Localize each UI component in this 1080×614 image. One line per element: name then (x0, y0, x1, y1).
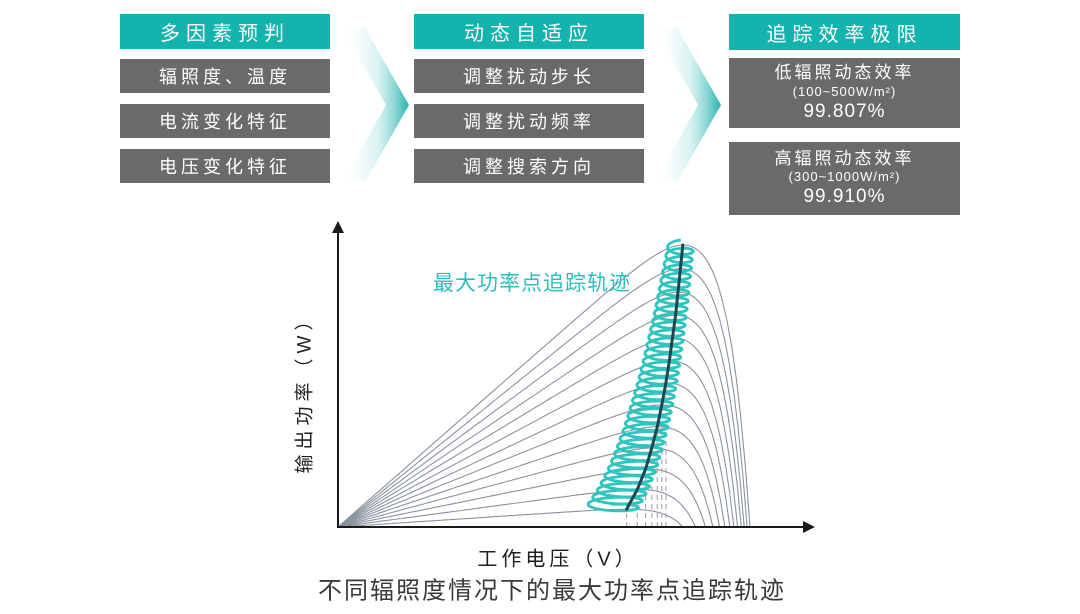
flow-col2-item-1: 调整扰动步长 (414, 59, 644, 93)
stat-title: 低辐照动态效率 (774, 63, 915, 83)
y-axis-label: 输出功率（W） (294, 306, 316, 474)
mppt-trajectory (586, 238, 695, 513)
stat-value: 99.807% (803, 100, 886, 122)
mppt-trajectory-annotation: 最大功率点追踪轨迹 (433, 272, 631, 295)
flow-col2-item-3: 调整搜索方向 (414, 149, 644, 183)
stat-value: 99.910% (803, 186, 886, 208)
mppt-locus (625, 243, 685, 511)
flow-col1-item-1: 辐照度、温度 (120, 59, 330, 93)
flow-col2-header: 动态自适应 (414, 14, 644, 49)
flow-arrow-1 (342, 28, 409, 182)
pv-curve-8 (337, 360, 735, 528)
chevron-arrow-icon (342, 28, 409, 182)
pv-curve-1 (337, 508, 684, 528)
stat-box-high-irradiance: 高辐照动态效率 (300~1000W/m²) 99.910% (729, 142, 960, 215)
x-axis-arrow (803, 521, 815, 533)
flow-col3-header: 追踪效率极限 (729, 14, 960, 50)
stat-range: (300~1000W/m²) (788, 169, 901, 185)
stat-box-low-irradiance: 低辐照动态效率 (100~500W/m²) 99.807% (729, 58, 960, 128)
flow-col1-item-3: 电压变化特征 (120, 149, 330, 183)
x-axis-label: 工作电压（V） (477, 548, 639, 571)
stat-range: (100~500W/m²) (792, 83, 897, 99)
y-axis-arrow (332, 221, 344, 233)
stat-title: 高辐照动态效率 (774, 148, 915, 168)
chart-caption: 不同辐照度情况下的最大功率点追踪轨迹 (318, 577, 786, 605)
chevron-arrow-icon (654, 28, 721, 182)
flow-arrow-2 (654, 28, 721, 182)
flow-col1-item-2: 电流变化特征 (120, 104, 330, 138)
flow-col2-item-2: 调整扰动频率 (414, 104, 644, 138)
flow-col1-header: 多因素预判 (120, 14, 330, 49)
